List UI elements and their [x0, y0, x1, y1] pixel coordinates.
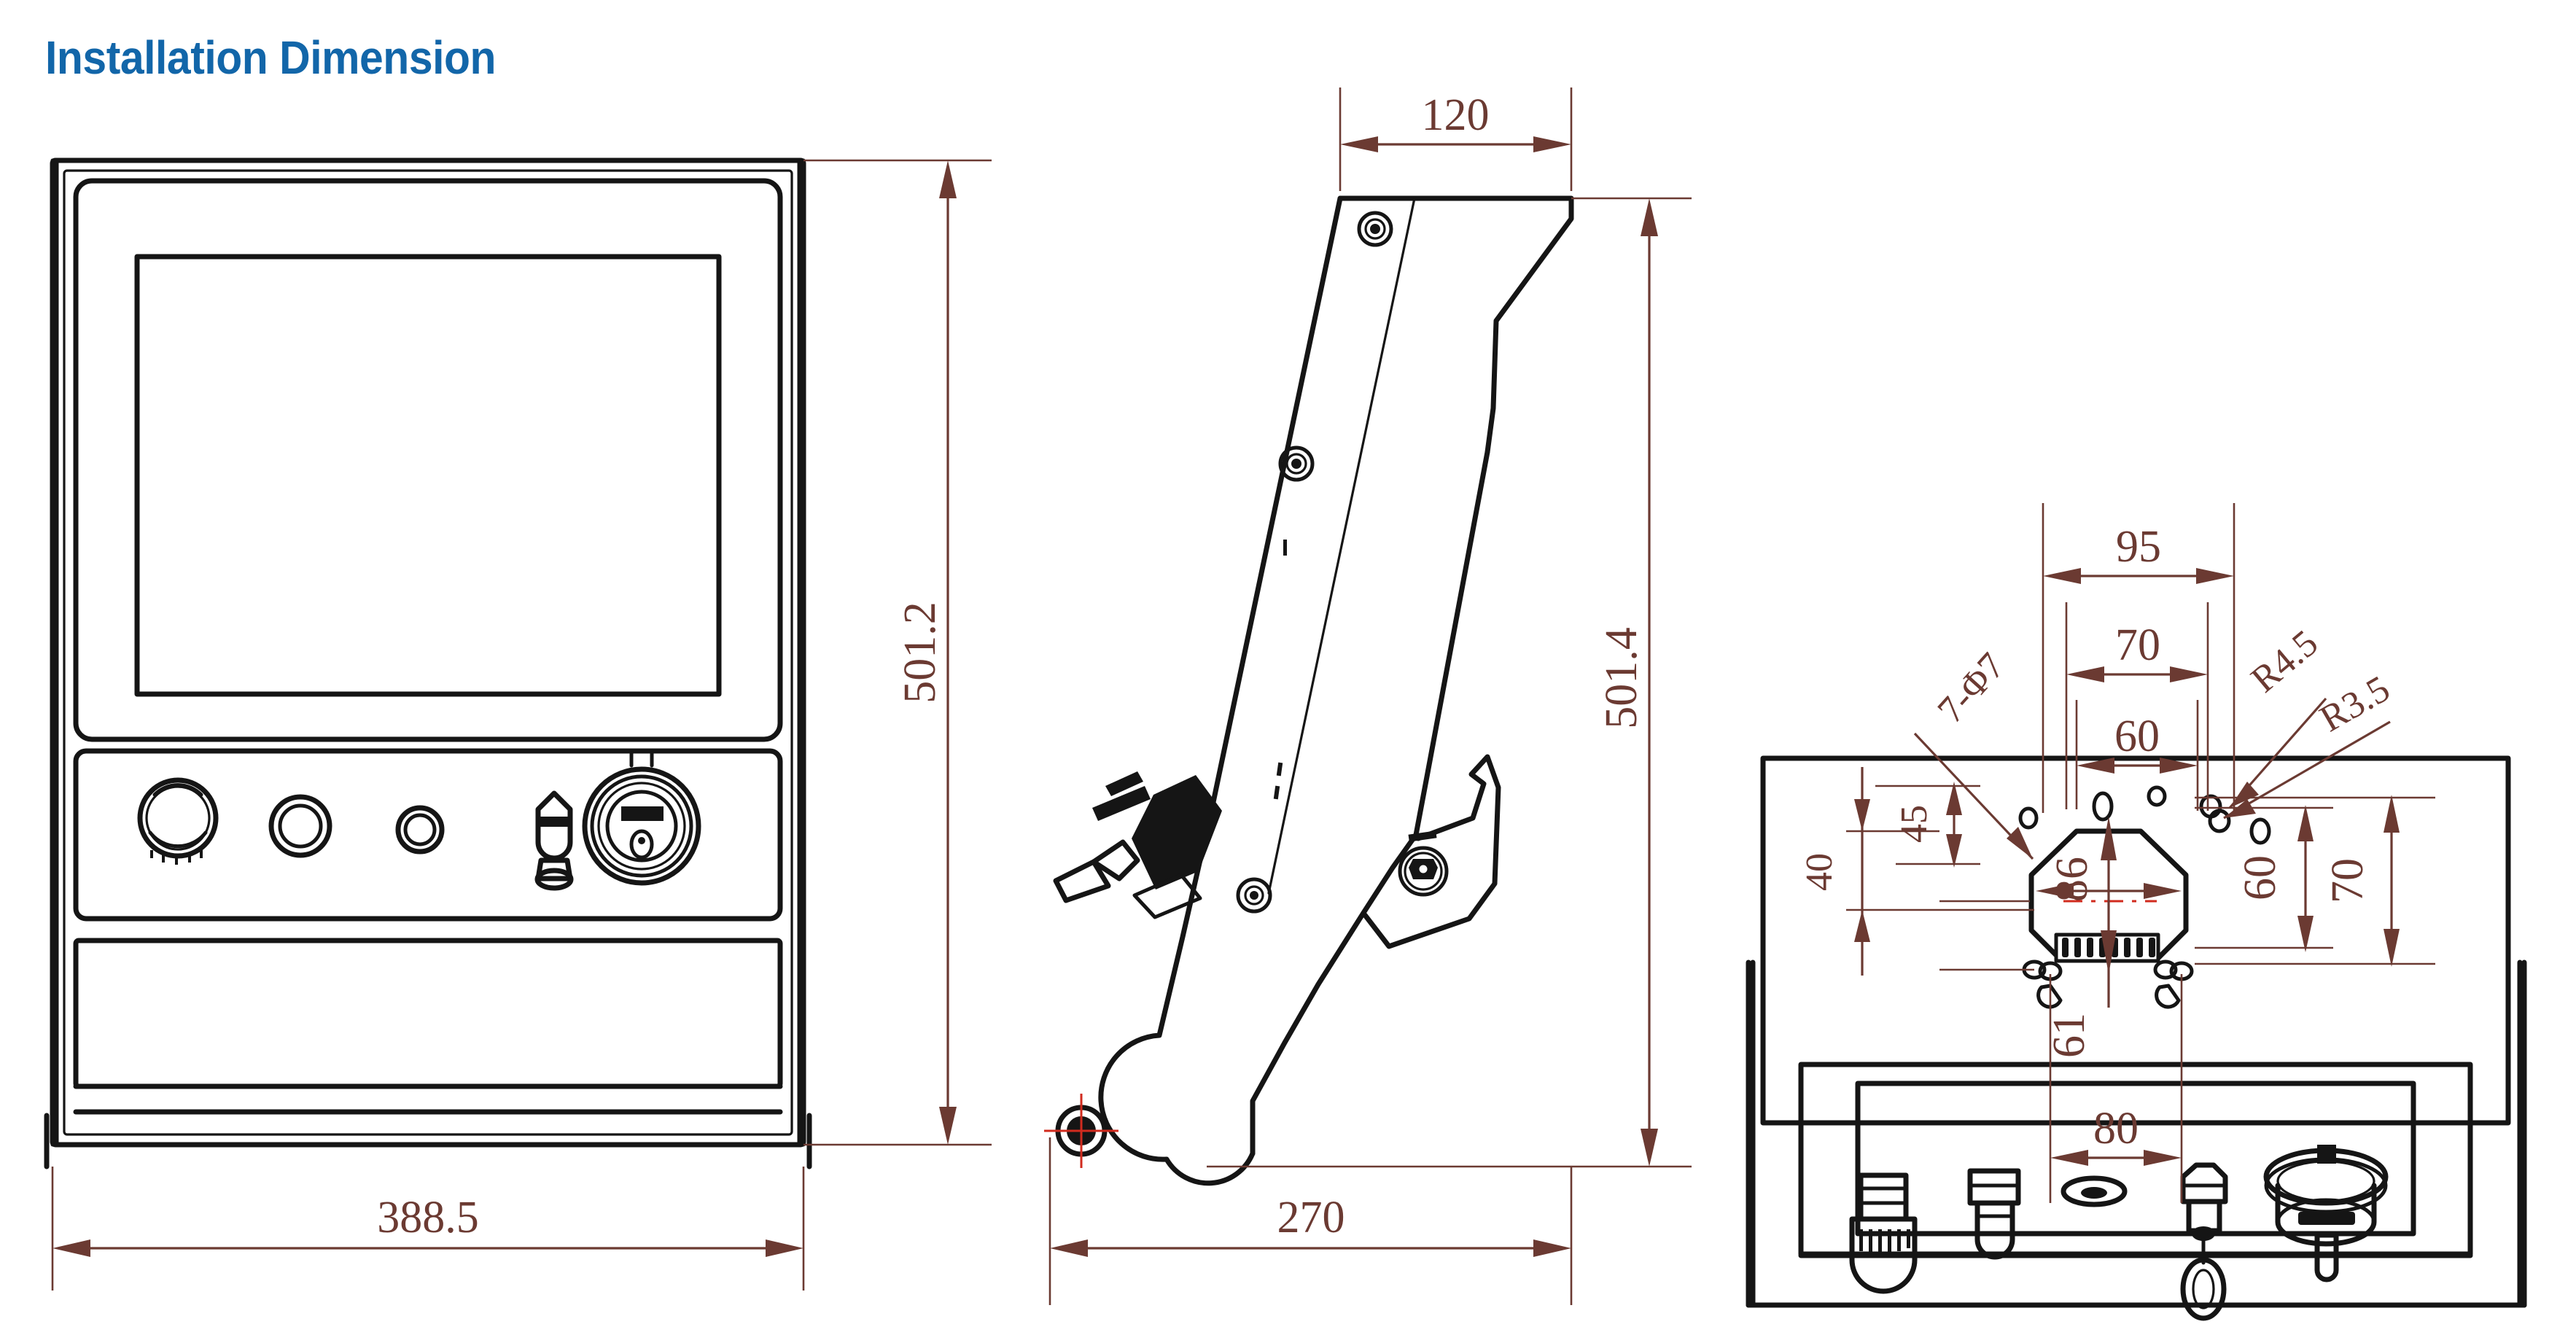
arrow-down	[2101, 930, 2117, 974]
dimension-label-61: 61	[2044, 1013, 2094, 1058]
front-port-small[interactable]	[395, 805, 445, 855]
front-captive-screw[interactable]	[534, 790, 574, 891]
page-title: Installation Dimension	[45, 31, 497, 84]
dimension-label-side-height: 501.4	[1597, 627, 1646, 729]
arrow-right	[2144, 883, 2182, 899]
front-connector-large[interactable]	[582, 749, 701, 886]
rear-right-flange	[2517, 959, 2527, 1308]
arrow-right	[2170, 666, 2208, 682]
dimension-label-60-vertical: 60	[2235, 855, 2285, 900]
arrow-down	[939, 1107, 957, 1145]
arrow-right	[1533, 136, 1571, 152]
rear-window-inner	[1855, 1081, 2416, 1237]
dimension-label-front-height: 501.2	[895, 602, 945, 704]
arrow-down	[1946, 834, 1962, 868]
arrow-up	[939, 160, 957, 198]
rear-captive-screw[interactable]	[2180, 1162, 2228, 1321]
arrow-down-into	[1854, 799, 1870, 831]
rear-view	[1746, 755, 2527, 1321]
rear-bottom-controls	[1849, 1145, 2389, 1321]
arrow-left	[2036, 883, 2074, 899]
side-view-dimensions: 120 501.4 270	[1048, 87, 1692, 1305]
arrow-up	[1641, 198, 1658, 236]
front-rotary-knob-scaled[interactable]	[137, 777, 219, 865]
front-port-medium[interactable]	[268, 794, 332, 858]
arrow-up	[2384, 795, 2400, 833]
rear-large-dial[interactable]	[2263, 1145, 2389, 1282]
arrow-right	[1533, 1239, 1571, 1257]
arrow-right	[766, 1239, 803, 1257]
leader-line-r35	[2223, 720, 2391, 820]
side-rotary-dial[interactable]	[1398, 830, 1449, 897]
callout-radius-45: R4.5	[2228, 622, 2327, 809]
side-view	[1044, 195, 1574, 1186]
knob-scale-ticks	[150, 850, 203, 865]
dimension-label-60-horizontal: 60	[2114, 712, 2160, 761]
rear-view-dimensions: 95 70 60 7-Φ7	[1799, 503, 2435, 1203]
callout-label-hole-pattern: 7-Φ7	[1930, 645, 2013, 731]
side-pivot-hole	[1044, 1094, 1118, 1168]
dimension-label-side-depth: 270	[1277, 1193, 1345, 1242]
rear-knob-1[interactable]	[1849, 1172, 1918, 1294]
dimension-label-80: 80	[2093, 1104, 2139, 1153]
arrow-left	[1050, 1239, 1088, 1257]
side-screw-lower	[1236, 877, 1272, 914]
dimension-label-40: 40	[1799, 853, 1840, 891]
arrow-left	[2077, 758, 2114, 774]
arrow-right	[2160, 758, 2198, 774]
front-view-dimensions: 501.2 388.5	[51, 159, 992, 1291]
arrow-right	[2144, 1150, 2182, 1166]
rear-port[interactable]	[2061, 1175, 2128, 1207]
callout-label-r45: R4.5	[2244, 622, 2326, 701]
side-front-edge	[1098, 195, 1343, 1186]
arrow-up	[1946, 782, 1962, 815]
dimension-label-side-top-width: 120	[1422, 90, 1490, 140]
rear-body	[1760, 755, 2511, 1126]
arrow-left	[1340, 136, 1378, 152]
side-screw-mid	[1278, 445, 1315, 482]
front-view	[44, 157, 812, 1169]
dimension-label-70-vertical: 70	[2323, 858, 2373, 903]
connector-marking	[621, 806, 664, 821]
callout-label-r35: R3.5	[2313, 668, 2397, 740]
leader-arrow	[2007, 827, 2033, 859]
arrow-down	[1641, 1129, 1658, 1167]
side-top-bracket	[1337, 195, 1574, 455]
arrow-down	[2297, 916, 2314, 952]
side-screw-upper	[1357, 211, 1393, 247]
side-parting-line	[1267, 197, 1416, 895]
dimension-label-86: 86	[2047, 857, 2097, 902]
arrow-down	[2384, 929, 2400, 967]
front-base-block	[73, 938, 783, 1089]
side-slot-marks	[1273, 540, 1287, 800]
front-case-inner-line	[63, 169, 793, 1136]
arrow-right	[2196, 568, 2234, 584]
arrow-up-into	[1854, 910, 1870, 942]
front-control-panel	[73, 748, 783, 922]
front-feet	[44, 1113, 812, 1169]
dimension-label-70-horizontal: 70	[2115, 620, 2160, 670]
arrow-left	[2050, 1150, 2088, 1166]
arrow-up	[2101, 817, 2117, 860]
rear-left-flange	[1746, 959, 1756, 1308]
arrow-left	[2066, 666, 2104, 682]
side-rear-pad	[1362, 754, 1501, 949]
front-bezel	[73, 178, 783, 742]
dimension-label-front-width: 388.5	[377, 1193, 479, 1242]
front-base-lines	[73, 1083, 783, 1115]
side-edge-connector	[1053, 771, 1222, 919]
front-outer-case	[50, 157, 806, 1148]
front-screen	[134, 254, 722, 697]
dimension-label-95: 95	[2116, 522, 2161, 572]
leader-arrow	[2230, 782, 2259, 808]
arrow-up	[2297, 805, 2314, 841]
rear-knob-2[interactable]	[1967, 1168, 2021, 1260]
dimension-label-45: 45	[1894, 805, 1935, 843]
side-rear-edge	[1250, 449, 1490, 1156]
arrow-left	[52, 1239, 90, 1257]
arrow-left	[2043, 568, 2081, 584]
